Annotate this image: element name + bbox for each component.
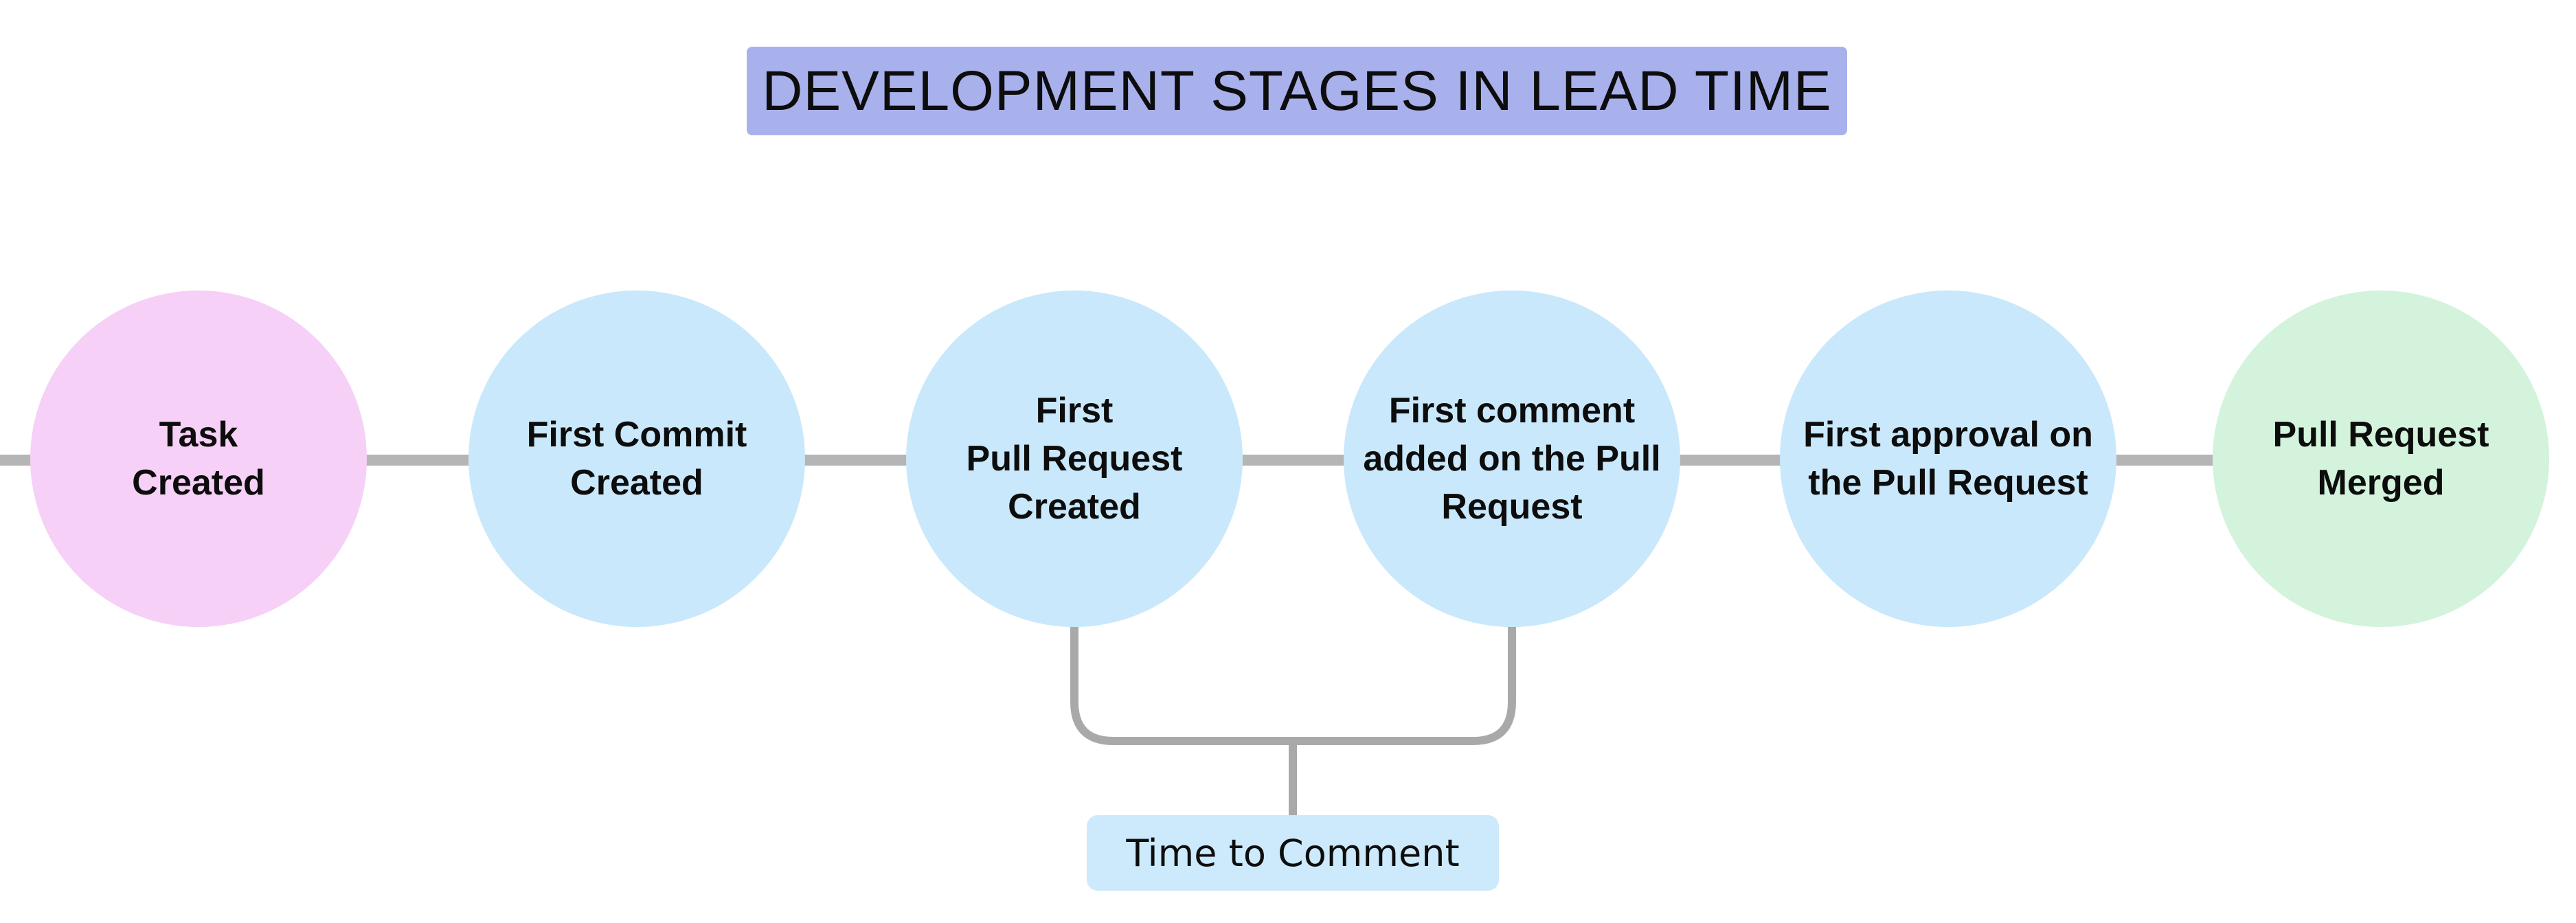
stage-label-first-approval: First approval on the Pull Request <box>1803 414 2093 503</box>
stage-circle-first-approval: First approval on the Pull Request <box>1780 290 2116 627</box>
stage-circle-task-created: Task Created <box>30 290 367 627</box>
stage-circle-first-pull-request-created: First Pull Request Created <box>906 290 1243 627</box>
stage-label-first-comment-added: First comment added on the Pull Request <box>1363 390 1661 527</box>
time-to-comment-text: Time to Comment <box>1126 831 1460 875</box>
bracket-path <box>1070 618 1516 815</box>
stage-circle-first-commit-created: First Commit Created <box>468 290 805 627</box>
diagram-title: DEVELOPMENT STAGES IN LEAD TIME <box>762 59 1832 122</box>
stage-label-pull-request-merged: Pull Request Merged <box>2272 414 2489 503</box>
diagram-title-banner: DEVELOPMENT STAGES IN LEAD TIME <box>747 47 1847 135</box>
time-to-comment-label: Time to Comment <box>1087 815 1499 891</box>
stage-label-first-commit-created: First Commit Created <box>526 414 747 503</box>
stage-label-task-created: Task Created <box>132 414 265 503</box>
stage-circle-first-comment-added: First comment added on the Pull Request <box>1344 290 1680 627</box>
stage-circle-pull-request-merged: Pull Request Merged <box>2213 290 2549 627</box>
stage-label-first-pull-request-created: First Pull Request Created <box>966 390 1183 527</box>
